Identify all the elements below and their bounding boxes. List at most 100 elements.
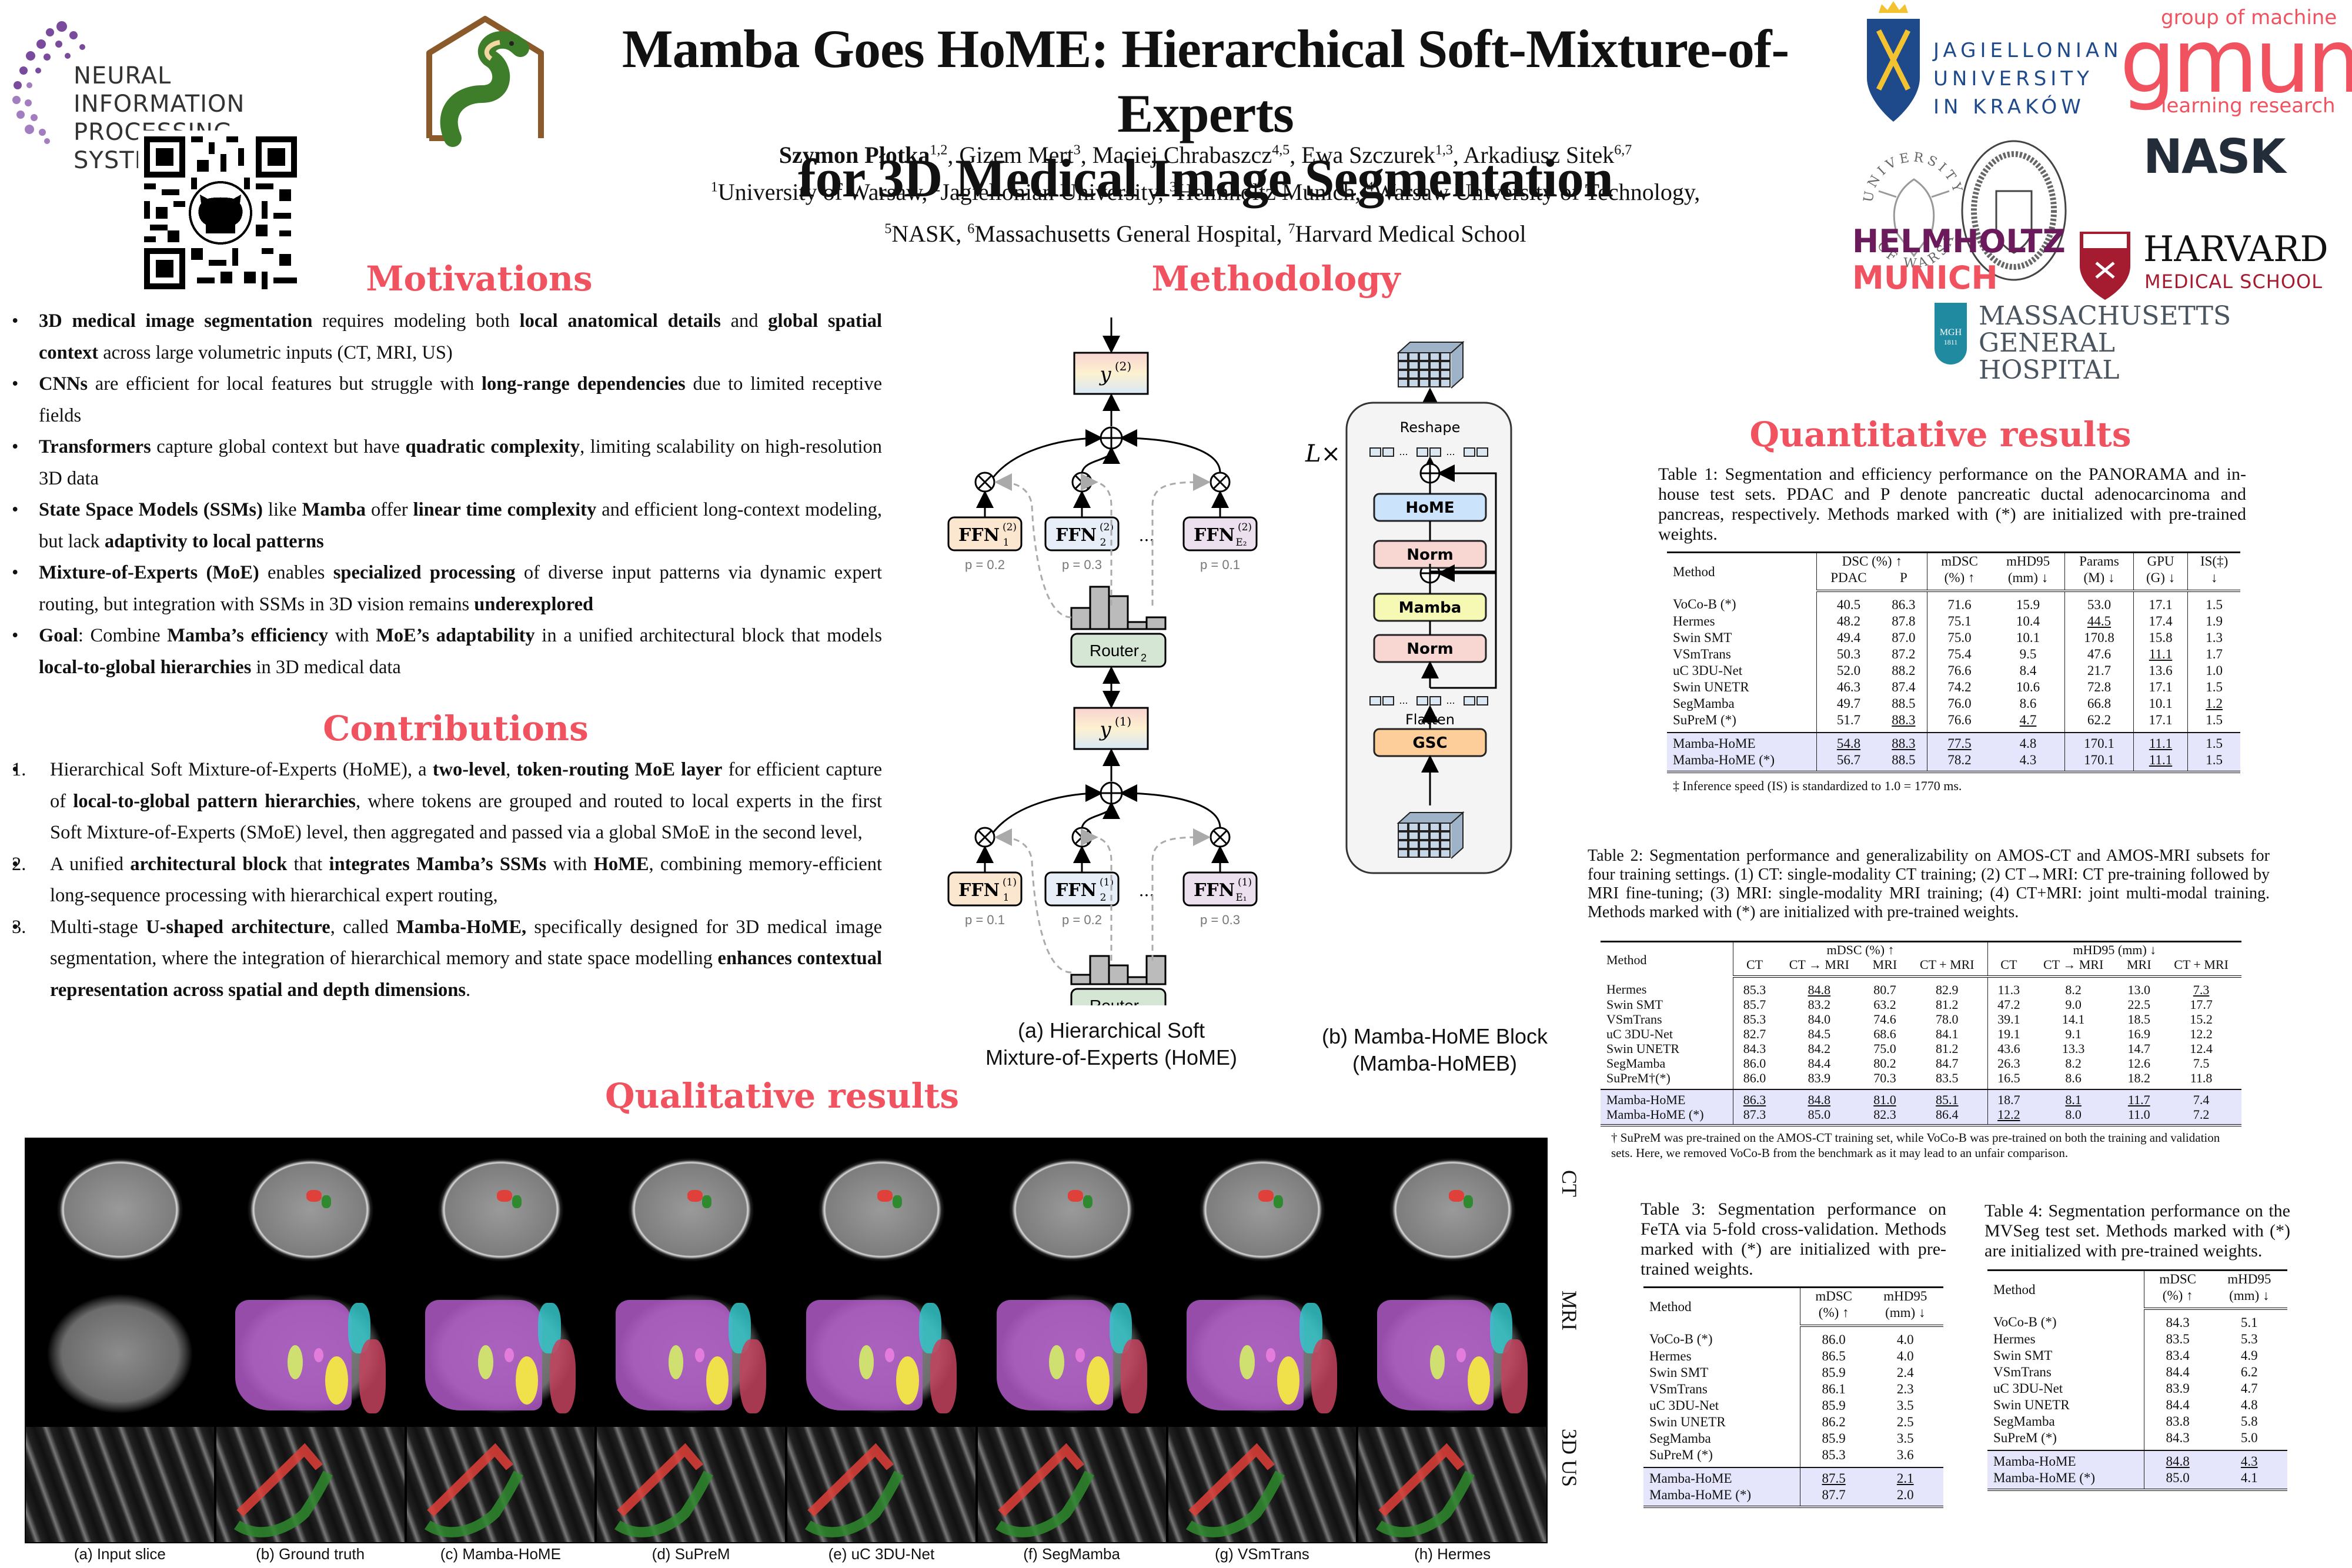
- table-cell: 71.6: [1947, 597, 1972, 612]
- column-header: Method: [1667, 551, 1818, 591]
- jagiellonian-logo: JAGIELLONIAN UNIVERSITY IN KRAKÓW: [1864, 1, 2119, 125]
- token-icon: [1369, 696, 1381, 706]
- table-cell: 40.5: [1836, 597, 1861, 612]
- table-cell: 85.3: [1743, 982, 1766, 997]
- table-cell: 50.3: [1836, 647, 1861, 661]
- column-header: ↓: [2187, 570, 2240, 592]
- table-cell: 86.4: [1906, 1107, 1988, 1126]
- table-cell: Mamba-HoME (*): [1601, 1107, 1734, 1126]
- text-run: , combining memory-efficient long-sequen…: [50, 853, 882, 907]
- neurips-dots-icon: [12, 21, 85, 144]
- table3-block: Table 3: Segmentation performance on FeT…: [1641, 1199, 1946, 1508]
- table-cell: Mamba-HoME: [1987, 1450, 2144, 1470]
- table-cell: 85.9: [1822, 1365, 1846, 1380]
- table-cell: 1.5: [2187, 732, 2240, 752]
- text-run: in 3D medical data: [251, 656, 401, 678]
- table-cell: 7.4: [2161, 1089, 2241, 1107]
- table-cell: 10.1: [2133, 696, 2189, 712]
- helmholtz-logo: HELMHOLTZ MUNICH: [1852, 223, 2066, 296]
- table2-block: Table 2: Segmentation performance and ge…: [1588, 847, 2270, 1161]
- motivations-list: 3D medical image segmentation requires m…: [0, 306, 882, 683]
- emphasis: local-to-global pattern hierarchies: [73, 790, 356, 812]
- emphasis: global spatial context: [39, 310, 883, 363]
- text-run: are efficient for local features but str…: [88, 373, 482, 394]
- text-run: in a unified architectural block that mo…: [534, 625, 882, 646]
- table-cell: SuPreM (*): [1643, 1447, 1800, 1467]
- table-cell: 12.2: [1987, 1107, 2030, 1126]
- table-cell: 2.4: [1896, 1365, 1914, 1380]
- emphasis: underexplored: [474, 593, 594, 615]
- text-run: and: [720, 310, 769, 332]
- table-cell: 82.7: [1743, 1027, 1766, 1041]
- text-run: across large volumetric inputs (CT, MRI,…: [98, 342, 453, 363]
- emphasis: local anatomical details: [519, 310, 721, 332]
- affiliation: 4Warsaw University of Technology,: [1367, 179, 1700, 206]
- github-qr-code[interactable]: [138, 131, 303, 295]
- qualitative-image: [1358, 1139, 1546, 1281]
- emphasis: HoME: [593, 853, 649, 875]
- table-cell: 16.5: [1997, 1071, 2020, 1085]
- affiliations-line-1: 1University of Warsaw, 2Jagiellonian Uni…: [564, 169, 1846, 210]
- table-cell: 80.7: [1873, 982, 1896, 997]
- column-header: mHD95: [1867, 1286, 1943, 1305]
- column-header: mDSC: [2144, 1269, 2211, 1288]
- layer-label: Norm: [1406, 546, 1454, 564]
- layer-label: Mamba: [1399, 599, 1462, 617]
- table-cell: 87.2: [1880, 646, 1928, 663]
- text-run: Multi-stage: [50, 916, 146, 938]
- table-cell: VoCo-B (*): [1643, 1326, 1800, 1348]
- table-cell: 13.6: [2133, 663, 2189, 679]
- table-cell: 17.1: [2133, 591, 2189, 613]
- column-header: GPU: [2133, 551, 2189, 570]
- block-caption: (b) Mamba-HoME Block (Mamba-HoMEB): [1321, 1024, 1548, 1075]
- table-cell: 11.1: [2133, 646, 2189, 663]
- table-cell: 86.3: [1880, 591, 1928, 613]
- table-cell: 26.3: [1997, 1056, 2020, 1071]
- table-cell: 75.0: [1947, 630, 1972, 645]
- table-cell: 4.0: [1896, 1332, 1914, 1347]
- connector: [1081, 801, 1120, 828]
- table-cell: Hermes: [1667, 613, 1818, 630]
- column-header: IS(‡): [2187, 551, 2240, 570]
- level2-router-bar: [1089, 586, 1110, 630]
- text-run: capture global context but have: [151, 436, 406, 457]
- emphasis: linear time complexity: [413, 499, 597, 520]
- text-run: requires modeling both: [312, 310, 520, 332]
- ellipsis: ...: [1399, 695, 1408, 706]
- table-cell: 16.9: [2127, 1027, 2151, 1041]
- table-cell: 51.7: [1836, 713, 1861, 727]
- level1-router-bar: [1089, 955, 1110, 985]
- qualitative-image: [977, 1427, 1166, 1542]
- level1-expert-box: [1182, 871, 1258, 907]
- table-cell: Mamba-HoME: [1667, 732, 1818, 752]
- table-cell: 53.0: [2064, 591, 2134, 613]
- routing-weight-line: [1080, 828, 1112, 961]
- qualitative-image: [216, 1139, 405, 1281]
- routing-weight-line: [994, 828, 1072, 974]
- table-cell: 87.3: [1733, 1107, 1776, 1126]
- column-header: CT → MRI: [1775, 957, 1863, 978]
- table-cell: 63.2: [1873, 997, 1896, 1012]
- level1-expert-sup: (1): [1238, 877, 1252, 888]
- table-cell: 49.4: [1836, 630, 1861, 645]
- column-header: PDAC: [1816, 570, 1880, 592]
- gmum-wordmark: gmum: [2120, 11, 2352, 113]
- table-cell: 48.2: [1836, 614, 1861, 628]
- contribution-item: 1.Hierarchical Soft Mixture-of-Experts (…: [0, 754, 882, 849]
- table-cell: 8.2: [2065, 982, 2082, 997]
- table-cell: 5.3: [2240, 1332, 2258, 1346]
- table-cell: Mamba-HoME (*): [1643, 1487, 1800, 1508]
- level1-expert-label: FFN: [1194, 880, 1235, 901]
- emphasis: integrates Mamba’s SSMs: [329, 853, 547, 875]
- table-cell: 8.6: [2065, 1071, 2082, 1085]
- token-icon: [1416, 447, 1428, 457]
- table-cell: VSmTrans: [1987, 1364, 2144, 1380]
- ellipsis: ...: [1446, 695, 1455, 706]
- level1-expert-box: [1044, 871, 1120, 907]
